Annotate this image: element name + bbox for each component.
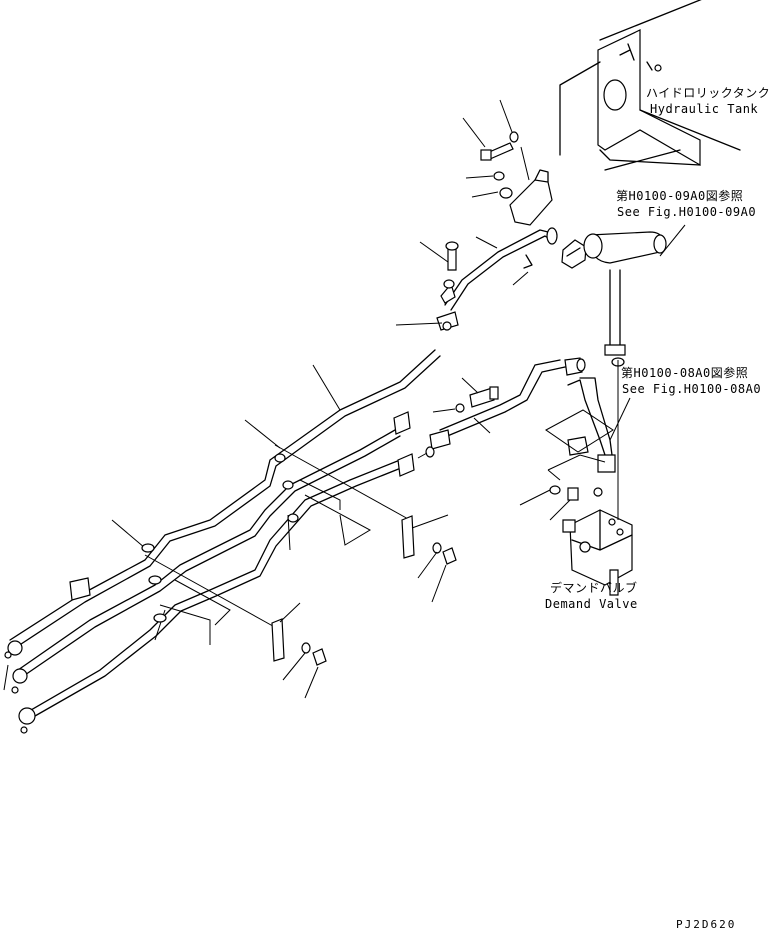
clamp-brackets: [111, 364, 457, 699]
ref-08a0-label-en: See Fig.H0100-08A0: [622, 382, 762, 396]
middle-pipe: [417, 357, 631, 481]
ref-08a0-label-jp: 第H0100-08A0図参照: [621, 366, 749, 380]
drawing-code: PJ2D620: [676, 918, 737, 931]
hydraulic-tank-label-en: Hydraulic Tank: [650, 102, 759, 116]
demand-valve: [519, 360, 633, 596]
upper-bracket: [462, 99, 553, 226]
hydraulic-tank: [559, 0, 741, 171]
ref-09a0-label-jp: 第H0100-09A0図参照: [616, 189, 744, 203]
hose-runs: [3, 349, 441, 734]
ref-09a0-label-en: See Fig.H0100-09A0: [617, 205, 757, 219]
coupling: [561, 239, 587, 269]
right-pipe: [583, 224, 686, 367]
hydraulic-tank-label-jp: ハイドロリックタンク: [646, 86, 771, 100]
demand-valve-label-en: Demand Valve: [545, 597, 638, 611]
demand-valve-label-jp: デマンドバルブ: [550, 581, 638, 595]
upper-hose: [395, 227, 558, 331]
